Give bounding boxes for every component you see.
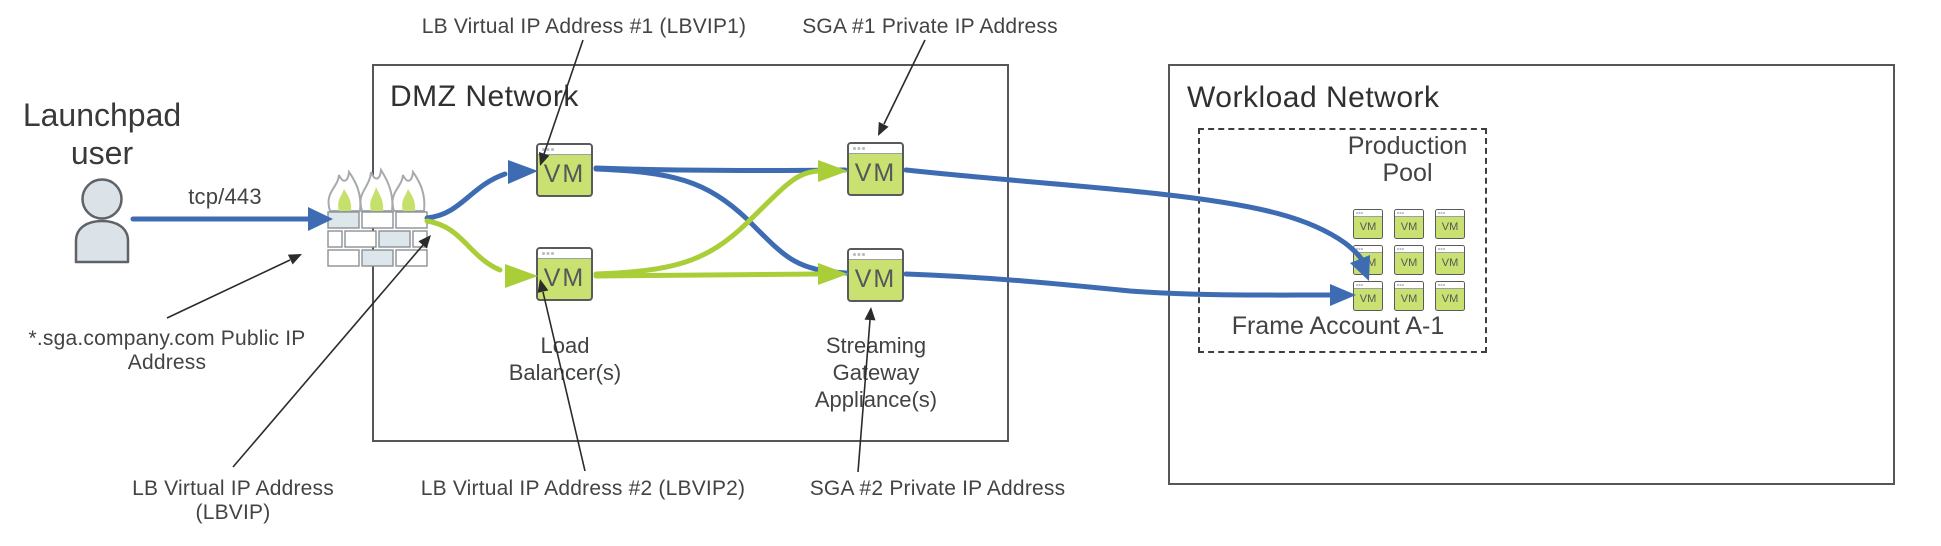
pool-vm: VM xyxy=(1394,281,1424,311)
annotation-lbvip1: LB Virtual IP Address #1 (LBVIP1) xyxy=(421,15,747,38)
sga-vm-1: VM xyxy=(847,142,904,196)
load-balancer-vm-2: VM xyxy=(536,247,593,301)
annotation-sga1: SGA #1 Private IP Address xyxy=(802,15,1058,38)
vm-label: VM xyxy=(543,264,586,292)
pool-vm: VM xyxy=(1353,209,1383,239)
annotation-lbvip2: LB Virtual IP Address #2 (LBVIP2) xyxy=(420,477,746,500)
pool-vm: VM xyxy=(1394,245,1424,275)
launchpad-user-label: Launchpad user xyxy=(22,97,182,171)
vm-titlebar xyxy=(538,249,591,259)
dmz-title: DMZ Network xyxy=(390,80,579,113)
vm-label: VM xyxy=(854,159,897,187)
pool-vm: VM xyxy=(1435,245,1465,275)
annotation-sga2: SGA #2 Private IP Address xyxy=(809,477,1066,500)
vm-titlebar xyxy=(849,144,902,154)
annotation-lbvip: LB Virtual IP Address (LBVIP) xyxy=(132,477,334,524)
streaming-gateway-label: Streaming Gateway Appliance(s) xyxy=(814,333,938,412)
pool-vm: VM xyxy=(1435,281,1465,311)
user-icon xyxy=(74,178,130,264)
pool-vm: VM xyxy=(1353,281,1383,311)
frame-account-label: Frame Account A-1 xyxy=(1231,312,1445,340)
pool-vm: VM xyxy=(1435,209,1465,239)
sga-vm-2: VM xyxy=(847,248,904,302)
vm-label: VM xyxy=(543,160,586,188)
tcp-443-label: tcp/443 xyxy=(188,184,262,209)
pool-vm: VM xyxy=(1394,209,1424,239)
pool-vm: VM xyxy=(1353,245,1383,275)
load-balancer-label: Load Balancer(s) xyxy=(508,333,622,385)
load-balancer-vm-1: VM xyxy=(536,143,593,197)
production-pool-grid: VM VM VM VM VM VM VM VM VM xyxy=(1353,209,1465,311)
vm-titlebar xyxy=(849,250,902,260)
pointer-public-ip xyxy=(166,254,302,319)
flow-user-to-firewall xyxy=(130,207,333,231)
vm-titlebar xyxy=(538,145,591,155)
annotation-public-ip: *.sga.company.com Public IP Address xyxy=(28,327,306,374)
workload-title: Workload Network xyxy=(1187,81,1440,114)
vm-label: VM xyxy=(854,265,897,293)
production-pool-title: Production Pool xyxy=(1347,132,1468,187)
